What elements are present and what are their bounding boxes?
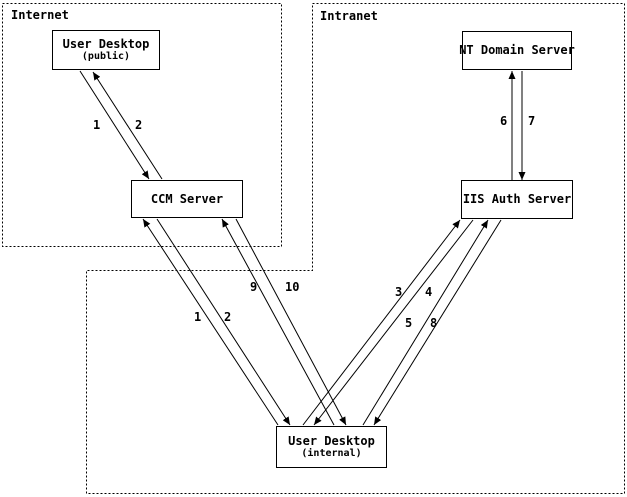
node-title: CCM Server — [150, 191, 224, 206]
edge-label-4: 4 — [425, 285, 433, 299]
node-title: User Desktop — [288, 434, 375, 448]
edge-1-public-desktop-to-ccm — [79, 70, 150, 180]
internet-zone-label: Internet — [11, 8, 69, 22]
edge-1-internal-desktop-to-ccm — [142, 218, 279, 426]
intranet-zone-outline — [86, 3, 625, 494]
edge-label-6: 6 — [500, 114, 508, 128]
internet-zone-outline — [2, 3, 282, 247]
node-ccm-server: CCM Server — [131, 180, 243, 218]
edge-label-2-internet: 2 — [135, 118, 143, 132]
edge-2-ccm-to-public-desktop — [92, 71, 163, 180]
node-iis-auth-server: IIS Auth Server — [461, 180, 573, 219]
edge-label-8: 8 — [430, 316, 438, 330]
edge-label-7: 7 — [528, 114, 536, 128]
edge-8-iis-to-internal-desktop — [373, 219, 502, 426]
edge-5-internal-desktop-to-iis — [362, 219, 489, 426]
node-title: NT Domain Server — [459, 43, 575, 57]
edge-label-10: 10 — [285, 280, 300, 294]
edge-10-ccm-to-internal-desktop — [235, 218, 347, 426]
node-subtitle: (internal) — [301, 448, 362, 459]
edge-label-2-internal: 2 — [224, 310, 232, 324]
edge-label-5: 5 — [405, 316, 413, 330]
node-title: User Desktop — [62, 37, 150, 51]
node-nt-domain-server: NT Domain Server — [459, 31, 575, 70]
edge-label-1-internet: 1 — [93, 118, 101, 132]
edge-label-9: 9 — [250, 280, 258, 294]
edge-2-ccm-to-internal-desktop — [156, 218, 291, 426]
edge-label-1-internal: 1 — [194, 310, 202, 324]
node-user-desktop-internal: User Desktop (internal) — [276, 426, 387, 468]
intranet-zone-label: Intranet — [320, 9, 378, 23]
edge-3-internal-desktop-to-iis — [302, 219, 461, 426]
edge-label-3: 3 — [395, 285, 403, 299]
node-user-desktop-public: User Desktop (public) — [52, 30, 160, 70]
edge-9-internal-desktop-to-ccm — [221, 218, 335, 426]
edge-4-iis-to-internal-desktop — [313, 219, 474, 426]
node-subtitle: (public) — [81, 51, 131, 62]
node-title: IIS Auth Server — [462, 192, 572, 206]
